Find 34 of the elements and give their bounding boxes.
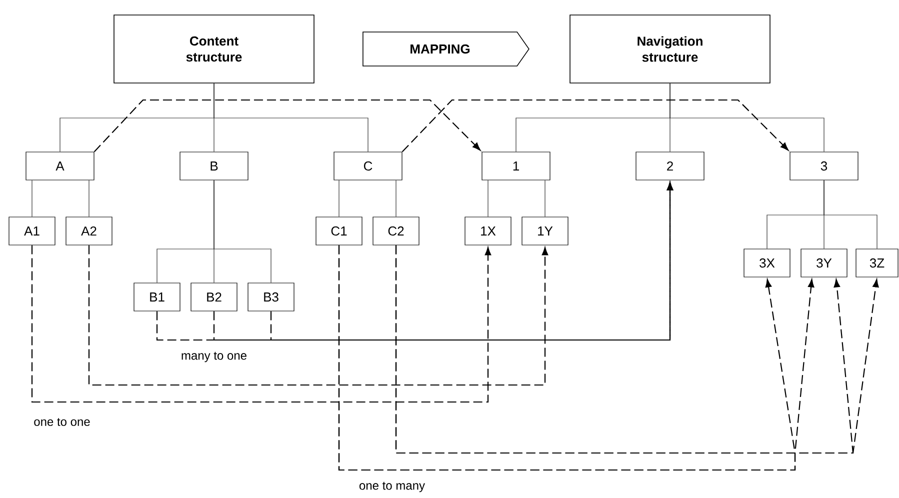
tree-box: 2 <box>636 152 704 180</box>
tree-box: 1Y <box>522 216 568 246</box>
tree-box: A2 <box>66 216 112 246</box>
tree-line <box>338 180 340 217</box>
tree-line <box>544 180 546 217</box>
tree-line <box>214 180 272 283</box>
dashed-arrow <box>402 99 789 152</box>
tree-box: 3Z <box>856 248 898 278</box>
tree-line <box>824 180 878 249</box>
tree-box: A <box>26 152 94 180</box>
tree-box: C2 <box>372 216 420 246</box>
tree-box: C <box>334 152 402 180</box>
tree-box: B1 <box>134 282 180 312</box>
mapping-label: one to many <box>359 482 425 492</box>
tree-box: A1 <box>8 216 56 246</box>
tree-box: 3Y <box>800 248 848 278</box>
dashed-arrow <box>88 245 548 386</box>
structure-box: Navigation structure <box>570 14 770 84</box>
mapping-label: one to one <box>34 418 90 426</box>
tree-box: 3X <box>744 248 790 278</box>
dashed-arrow <box>94 99 481 152</box>
mapping-label: many to one <box>182 352 246 362</box>
tree-box: C1 <box>316 216 362 246</box>
tree-box: 1 <box>482 152 550 180</box>
tree-box: 3 <box>790 152 858 180</box>
structure-box: Content structure <box>114 14 314 84</box>
tree-line <box>670 83 824 152</box>
tree-box: 1X <box>464 216 512 246</box>
tree-box: B3 <box>248 282 294 312</box>
tree-line <box>88 180 90 217</box>
tree-line <box>214 83 368 152</box>
tree-box: B <box>180 152 248 180</box>
dashed-arrow <box>31 245 492 403</box>
tree-box: B2 <box>190 282 238 312</box>
